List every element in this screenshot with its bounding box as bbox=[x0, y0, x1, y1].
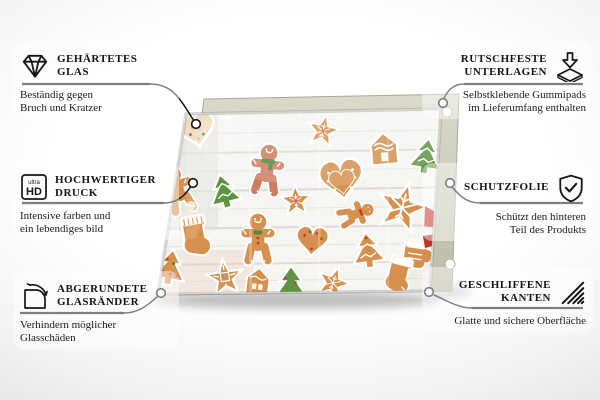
cookie-tree-green bbox=[406, 134, 441, 178]
shield-check-icon bbox=[556, 173, 586, 203]
feature-title: GEHÄRTETES GLAS bbox=[57, 53, 137, 80]
cookie-gingerbread-man-red bbox=[245, 140, 289, 200]
cookie-heart bbox=[293, 224, 331, 259]
feature-title: ABGERUNDETE GLASRÄNDER bbox=[57, 282, 148, 309]
cookie-tree-gingerbread bbox=[348, 228, 388, 272]
cookie-house bbox=[368, 130, 400, 167]
feature-description: Glatte und sichere Oberfläche bbox=[454, 315, 586, 327]
cookie-heart-large bbox=[316, 155, 368, 204]
glass-reflections bbox=[186, 109, 441, 294]
feature-anti-slip-pads: RUTSCHFESTE UNTERLAGEN Selbstklebende Gu… bbox=[422, 41, 593, 119]
cookie-star-decorated bbox=[203, 255, 247, 294]
feature-title-line: GEHÄRTETES bbox=[57, 52, 138, 65]
ultra-hd-icon: ultra HD bbox=[20, 173, 48, 201]
feature-description: Schützt den hinteren Teil des Produkts bbox=[495, 211, 586, 236]
feature-ground-edges: GESCHLIFFENE KANTEN Glatte und sichere O… bbox=[422, 267, 593, 332]
feature-title-line: GLAS bbox=[57, 66, 89, 78]
cookie-house bbox=[243, 265, 272, 294]
cookie-gingerbread-man-small bbox=[332, 195, 379, 233]
rounded-corner-icon bbox=[20, 281, 50, 311]
anti-slip-pad-icon bbox=[554, 50, 586, 82]
diamond-icon bbox=[20, 51, 50, 81]
feature-description: Intensive farben und ein lebendiges bild bbox=[20, 210, 111, 235]
cookie-tree-green bbox=[203, 169, 244, 213]
cookie-gingerbread-man bbox=[239, 211, 277, 268]
feature-description: Selbstklebende Gummipads im Lieferumfang… bbox=[462, 89, 586, 114]
cookie-star bbox=[303, 110, 343, 149]
ultra-label: ultra bbox=[28, 180, 40, 186]
feature-protective-foil: SCHUTZFOLIE Schützt den hinteren Teil de… bbox=[422, 163, 593, 241]
feature-description: Verhindern möglicher Glasschäden bbox=[20, 319, 117, 344]
feature-title: HOCHWERTIGER DRUCK bbox=[55, 173, 156, 200]
hd-label: HD bbox=[26, 186, 42, 198]
feature-tempered-glass: GEHÄRTETES GLAS Beständig gegen Bruch un… bbox=[13, 41, 179, 119]
feature-title: SCHUTZFOLIE bbox=[464, 181, 549, 194]
feature-hd-print: ultra HD HOCHWERTIGER DRUCK Intensive fa… bbox=[13, 162, 179, 240]
rubber-pad bbox=[444, 258, 456, 270]
cookie-mug bbox=[400, 238, 435, 272]
feature-rounded-edges: ABGERUNDETE GLASRÄNDER Verhindern möglic… bbox=[13, 271, 179, 349]
feature-description: Beständig gegen Bruch und Kratzer bbox=[20, 89, 102, 114]
ground-edges-icon bbox=[558, 278, 586, 306]
glass-board bbox=[158, 109, 441, 294]
cookie-star bbox=[278, 183, 313, 216]
cookie-stocking bbox=[178, 215, 214, 260]
feature-title: GESCHLIFFENE KANTEN bbox=[458, 278, 551, 305]
feature-title: RUTSCHFESTE UNTERLAGEN bbox=[460, 52, 547, 79]
